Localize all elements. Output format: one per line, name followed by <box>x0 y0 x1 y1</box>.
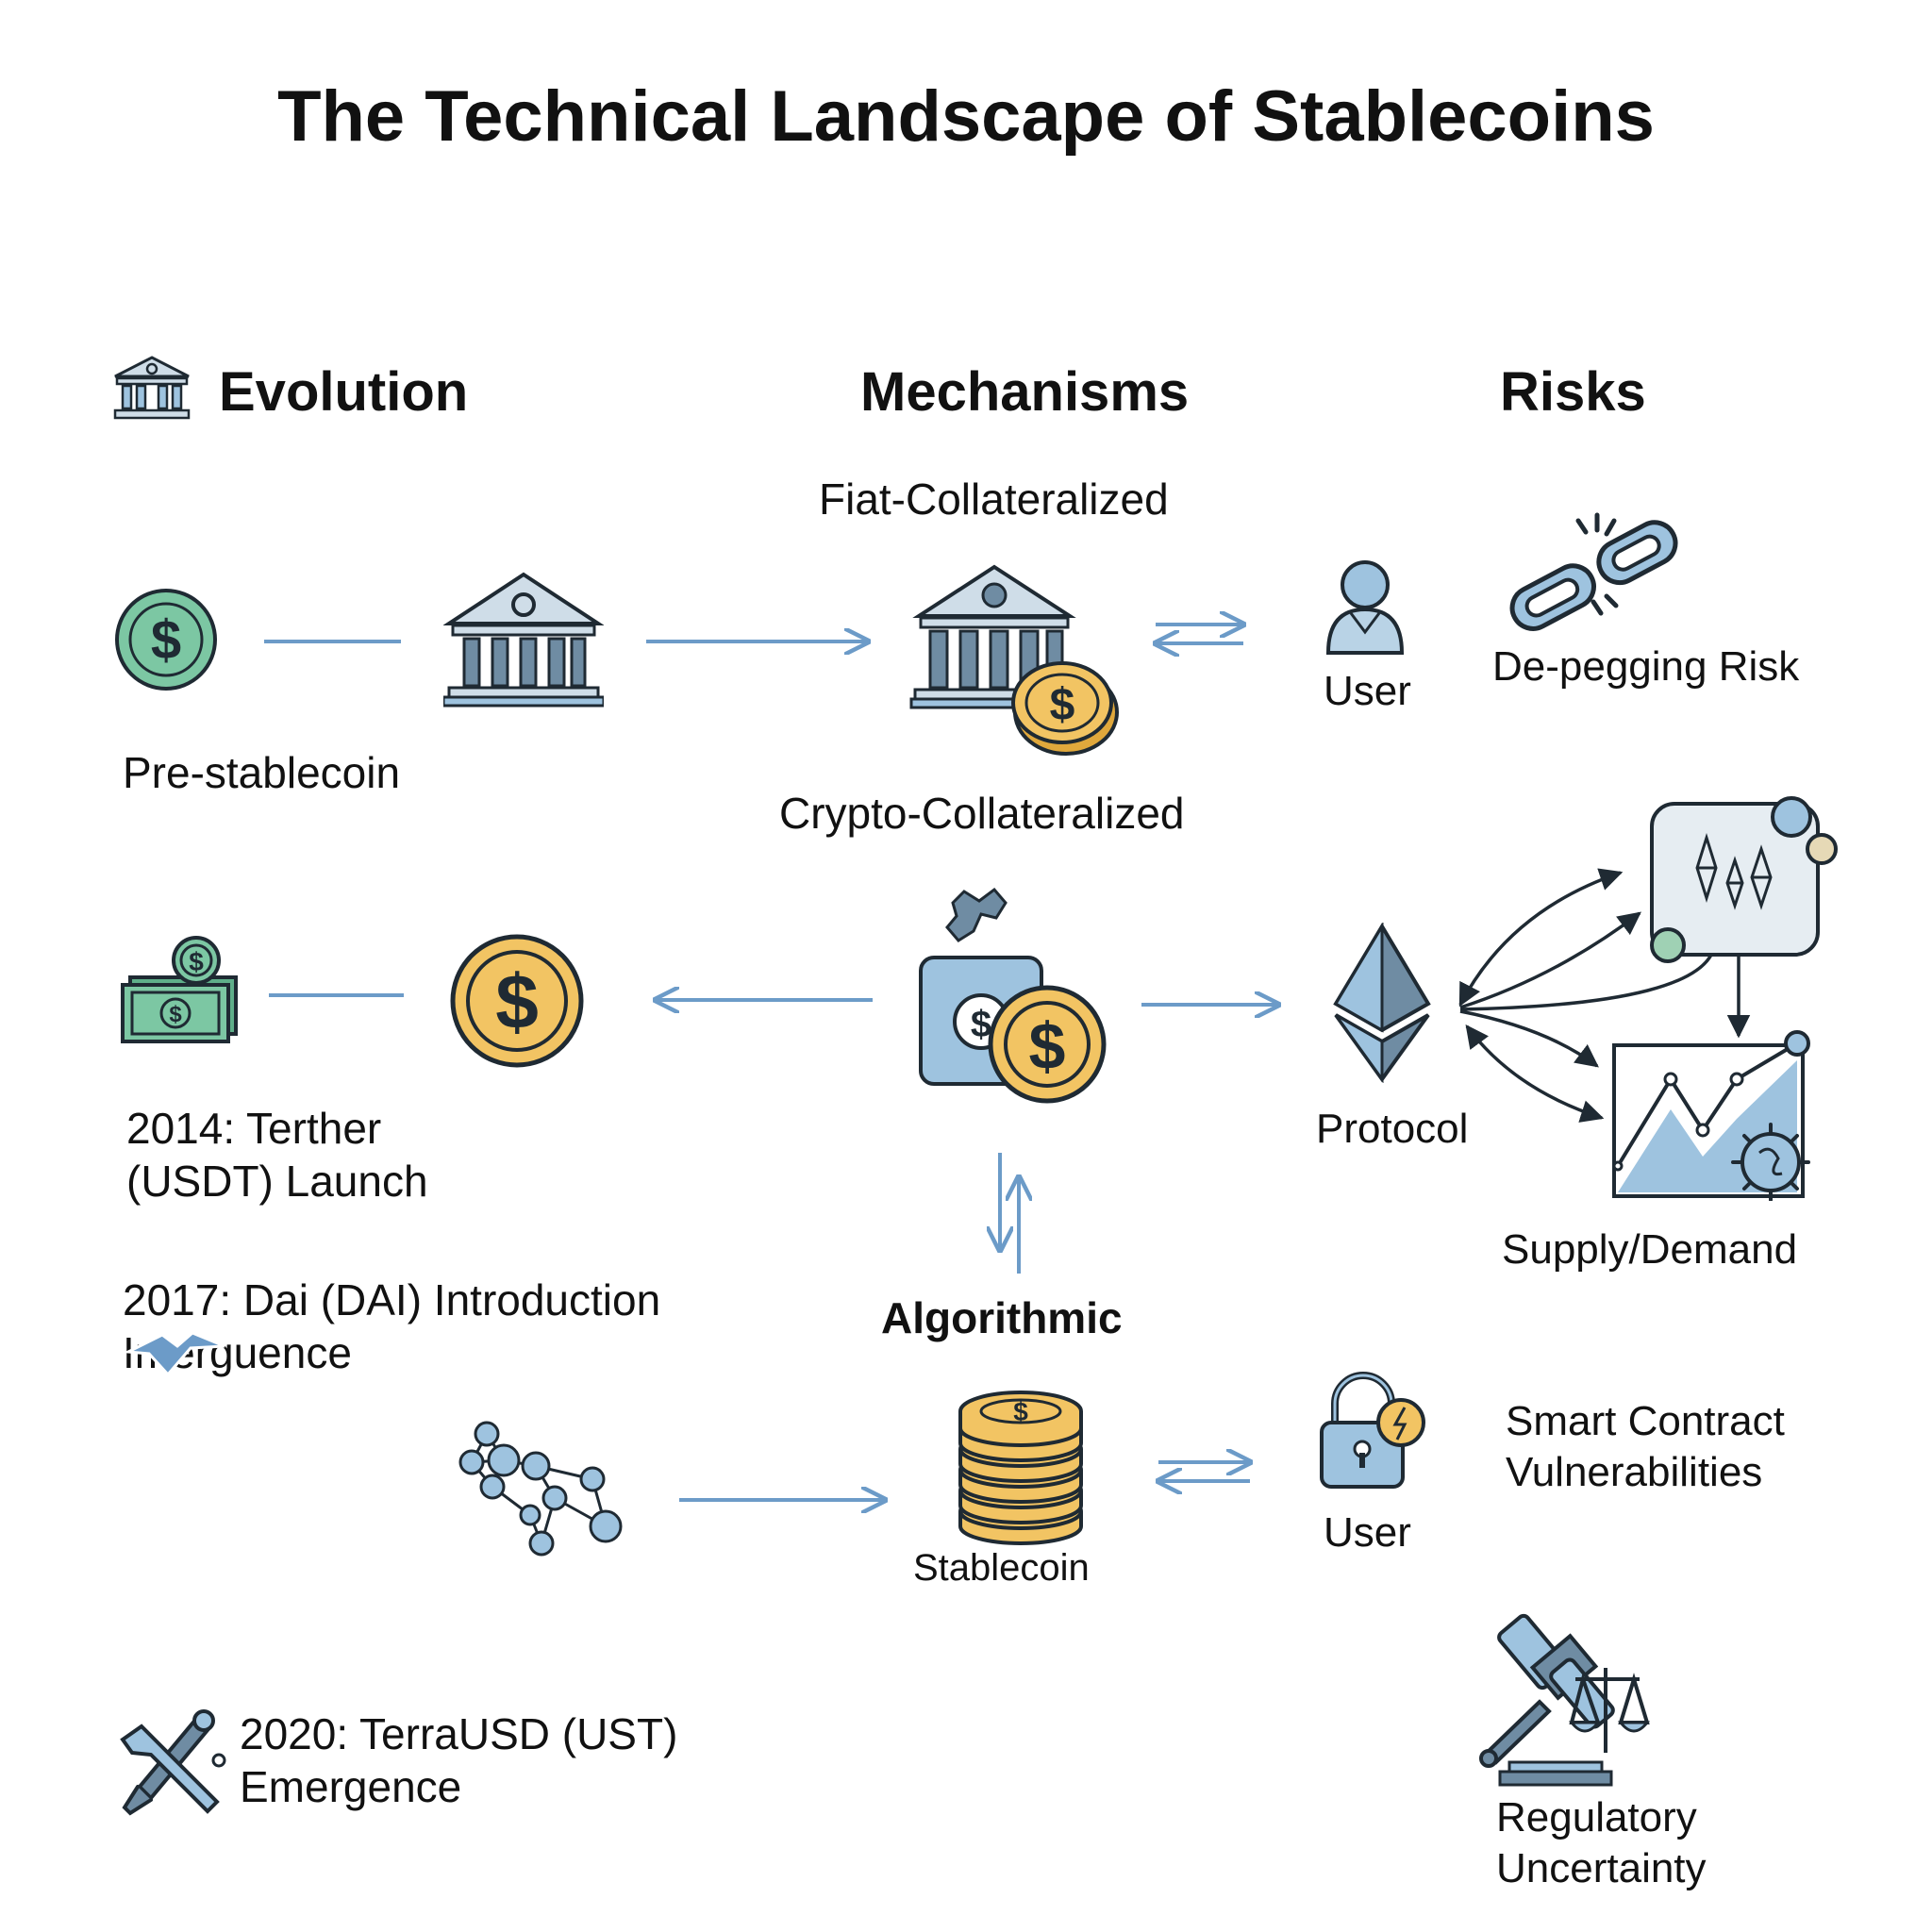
svg-text:$: $ <box>169 1002 182 1027</box>
bank-icon <box>113 356 191 420</box>
svg-text:$: $ <box>1029 1009 1066 1083</box>
label-smart-contract: Smart Contract Vulnerabilities <box>1506 1398 1785 1495</box>
page-title: The Technical Landscape of Stablecoins <box>277 76 1655 157</box>
coin-stack-icon: $ <box>958 1391 1083 1545</box>
label-user-top: User <box>1324 668 1411 714</box>
user-icon <box>1325 560 1405 655</box>
handshake-icon <box>125 1331 225 1377</box>
label-terra-emergence: 2020: TerraUSD (UST) Emergence <box>240 1709 678 1812</box>
dollar-coin-icon: $ <box>450 934 584 1068</box>
label-stablecoin: Stablecoin <box>913 1547 1090 1589</box>
cash-stack-icon: $ $ <box>121 936 238 1043</box>
label-dai-introduction: 2017: Dai (DAI) Introduction Imerguence <box>123 1275 661 1378</box>
heading-mechanisms: Mechanisms <box>860 361 1190 423</box>
curve-arrow <box>1458 868 1624 1008</box>
vault-coin-icon: $ $ <box>919 887 1107 1104</box>
ethereum-icon <box>1333 923 1431 1083</box>
curve-arrow <box>1459 911 1641 1009</box>
bank-with-coin-icon: $ <box>909 564 1119 756</box>
heading-evolution: Evolution <box>219 361 469 423</box>
svg-text:$: $ <box>1013 1397 1028 1426</box>
svg-text:$: $ <box>151 609 181 671</box>
svg-text:$: $ <box>189 947 204 976</box>
dollar-coin-icon: $ <box>115 589 217 691</box>
label-depegging-risk: De-pegging Risk <box>1492 643 1800 690</box>
bank-icon <box>443 572 604 708</box>
label-regulatory-uncertainty: Regulatory Uncertainty <box>1496 1794 1707 1891</box>
curve-arrow <box>1459 942 1717 1011</box>
broken-chain-icon <box>1509 512 1678 631</box>
label-algorithmic: Algorithmic <box>881 1293 1123 1342</box>
node-network-icon <box>458 1421 623 1557</box>
label-fiat-collateralized: Fiat-Collateralized <box>819 475 1169 524</box>
label-tether-launch: 2014: Terther (USDT) Launch <box>126 1104 428 1207</box>
label-crypto-collateralized: Crypto-Collateralized <box>779 789 1185 838</box>
svg-text:$: $ <box>1050 680 1075 730</box>
curve-arrow <box>1459 1009 1599 1068</box>
svg-text:$: $ <box>971 1004 991 1045</box>
supply-demand-chart-icon <box>1612 1030 1810 1201</box>
padlock-icon <box>1320 1372 1425 1489</box>
label-pre-stablecoin: Pre-stablecoin <box>123 748 401 797</box>
svg-text:$: $ <box>495 959 539 1045</box>
label-protocol: Protocol <box>1316 1106 1469 1152</box>
curve-arrow <box>1465 1024 1605 1123</box>
network-chart-icon <box>1650 796 1838 963</box>
gavel-scale-icon <box>1479 1613 1651 1787</box>
heading-risks: Risks <box>1500 361 1646 423</box>
label-user-bottom: User <box>1324 1509 1411 1556</box>
tools-icon <box>120 1709 226 1816</box>
label-supply-demand: Supply/Demand <box>1502 1226 1798 1273</box>
